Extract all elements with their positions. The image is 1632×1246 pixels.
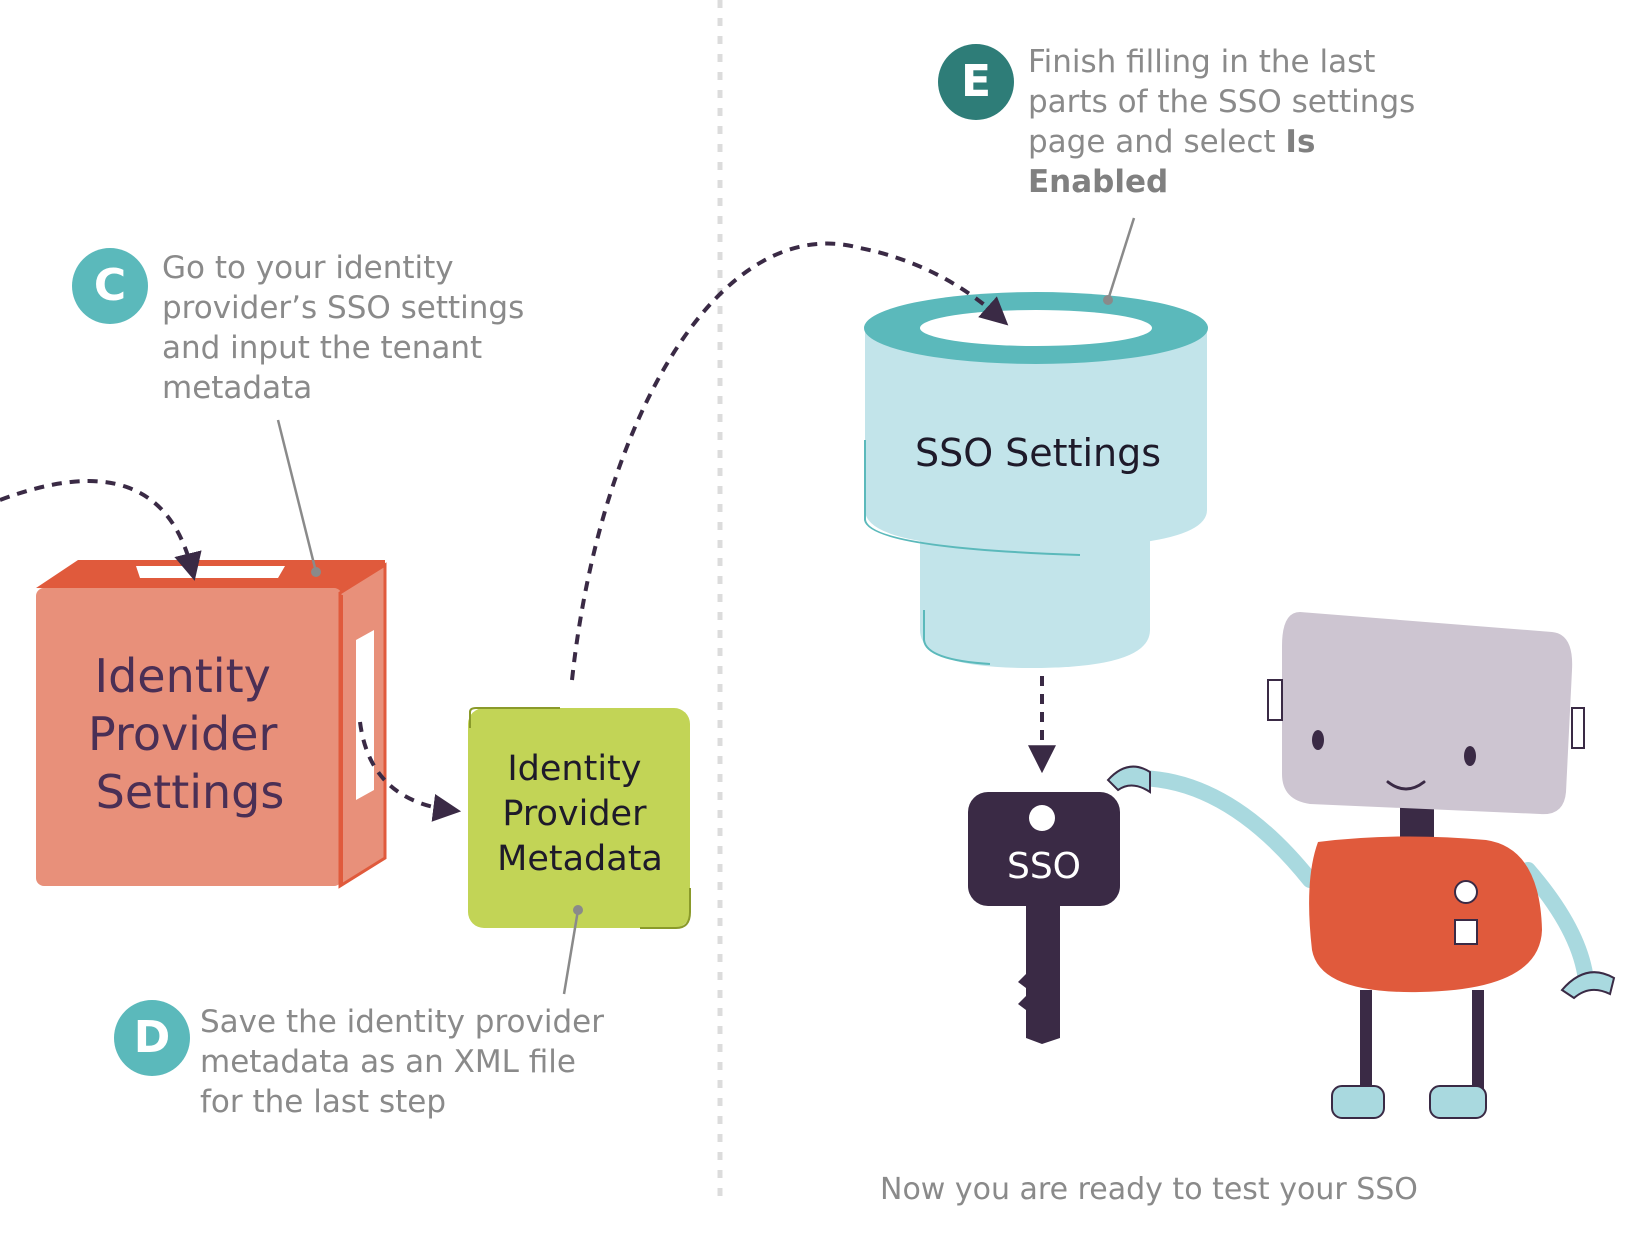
- step-e-line: Finish filling in the last: [1028, 44, 1376, 80]
- step-d-line: metadata as an XML file: [200, 1044, 576, 1080]
- idp-settings-label: Identity Provider Settings: [88, 649, 292, 819]
- step-e-line: page and select Is: [1028, 122, 1415, 162]
- step-e-line: Enabled: [1028, 162, 1415, 202]
- step-c-line: metadata: [162, 370, 313, 406]
- robot-illustration: [1106, 612, 1616, 1119]
- step-e-enabled-bold: Enabled: [1028, 164, 1169, 200]
- arrow-metadata-to-sso: [570, 241, 1009, 681]
- step-c-line: Go to your identity: [162, 250, 454, 286]
- step-c-line: and input the tenant: [162, 330, 483, 366]
- step-e-text: Finish filling in the last parts of the …: [1028, 42, 1415, 202]
- step-e-is-bold: Is: [1285, 124, 1316, 160]
- idp-settings-box: Identity Provider Settings: [36, 560, 387, 889]
- callout-d-pointer: [562, 905, 583, 995]
- step-e-badge: E: [938, 44, 1014, 120]
- step-e-line: parts of the SSO settings: [1028, 84, 1416, 120]
- sso-key-icon: SSO: [968, 792, 1120, 1044]
- arrow-into-idp-settings: [0, 479, 202, 581]
- idp-metadata-box: Identity Provider Metadata: [468, 707, 691, 929]
- step-c-text: Go to your identity provider’s SSO setti…: [162, 248, 524, 408]
- step-d-badge: D: [114, 1000, 190, 1076]
- step-d-text: Save the identity provider metadata as a…: [200, 1002, 604, 1122]
- step-d-line: for the last step: [200, 1084, 447, 1120]
- idp-metadata-label: Identity Provider Metadata: [497, 749, 663, 879]
- key-label: SSO: [1007, 846, 1081, 887]
- callout-c-pointer: [276, 419, 321, 577]
- sso-settings-label: SSO Settings: [915, 431, 1161, 475]
- sso-settings-cylinder: SSO Settings: [864, 292, 1208, 668]
- step-d-line: Save the identity provider: [200, 1004, 604, 1040]
- step-c-line: provider’s SSO settings: [162, 290, 525, 326]
- footer-text: Now you are ready to test your SSO: [880, 1172, 1418, 1207]
- step-c-badge: C: [72, 248, 148, 324]
- callout-e-pointer: [1103, 217, 1136, 305]
- step-e-line3-text: page and select: [1028, 124, 1286, 160]
